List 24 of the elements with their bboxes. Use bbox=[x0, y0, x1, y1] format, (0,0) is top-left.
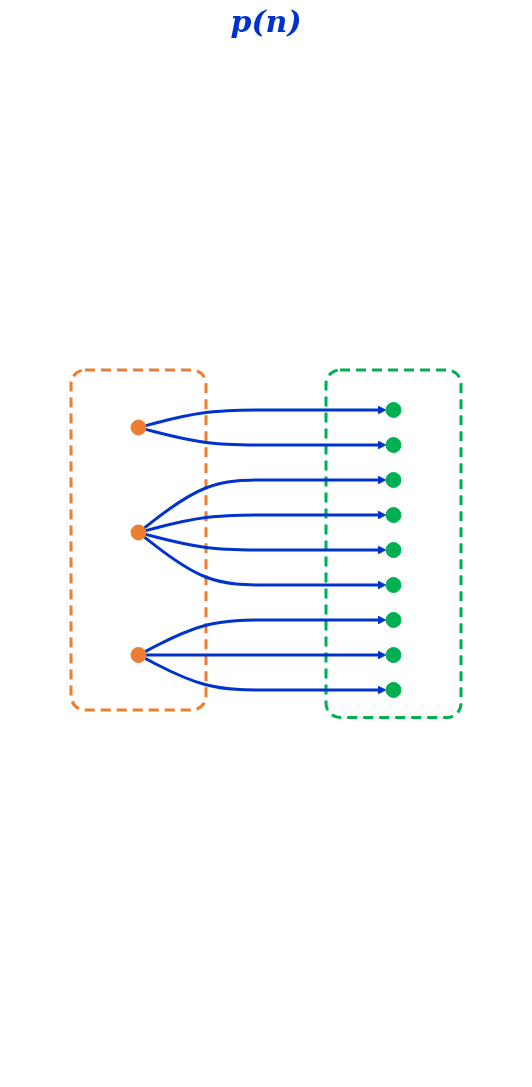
arrow bbox=[145, 427, 387, 450]
node-circle bbox=[385, 576, 402, 593]
node-circle bbox=[130, 646, 147, 663]
node-circle bbox=[130, 524, 147, 541]
arrow bbox=[145, 532, 387, 555]
node-circle bbox=[130, 419, 147, 436]
arrow bbox=[144, 656, 387, 695]
node-circle bbox=[385, 506, 402, 523]
node-circle bbox=[385, 471, 402, 488]
arrow bbox=[144, 615, 387, 653]
node-circle bbox=[385, 541, 402, 558]
node-circle bbox=[385, 436, 402, 453]
cluster bbox=[69, 368, 208, 712]
arrow bbox=[143, 535, 387, 590]
arrow bbox=[145, 405, 387, 427]
node-circle bbox=[385, 401, 402, 418]
arrow bbox=[145, 510, 387, 532]
arrow bbox=[146, 650, 387, 660]
cluster bbox=[324, 368, 463, 719]
node-circle bbox=[385, 681, 402, 698]
arrow bbox=[143, 475, 387, 529]
node-circle bbox=[385, 646, 402, 663]
node-circle bbox=[385, 611, 402, 628]
math-label: p(n) bbox=[230, 4, 302, 39]
